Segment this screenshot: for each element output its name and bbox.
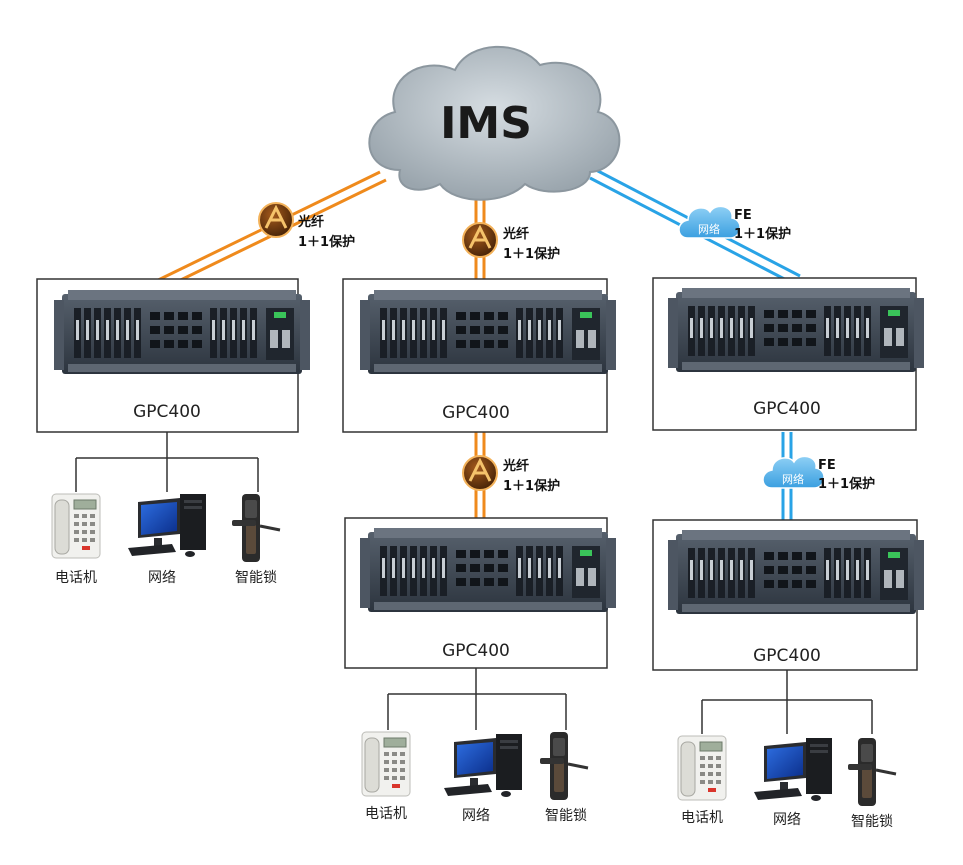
device-label-center: GPC400 [442, 403, 510, 423]
endpoint-tree-left [75, 432, 259, 492]
device-box-right-lower: GPC400 [652, 519, 924, 671]
network-cloud-icon: 网络 [762, 455, 825, 489]
fiber-icon [258, 202, 294, 238]
device-box-left: GPC400 [36, 278, 310, 433]
fiber-icon [462, 455, 498, 491]
endpoint-tree-center [387, 668, 567, 730]
phone-label: 电话机 [55, 570, 97, 586]
device-box-right: GPC400 [652, 277, 924, 431]
fiber-badge-left-line1: 光纤 [297, 214, 324, 230]
phone-icon [361, 731, 411, 797]
computer-label: 网络 [148, 570, 176, 586]
device-label-left: GPC400 [133, 402, 201, 422]
computer-label: 网络 [773, 812, 801, 828]
network-badge-right-lower-line1: FE [818, 458, 836, 473]
endpoint-group-right: 电话机 网络 智能锁 [677, 735, 898, 830]
fiber-badge-center-line2: 1＋1保护 [503, 246, 560, 262]
fiber-badge-center-lower: 光纤 1＋1保护 [462, 455, 560, 494]
fiber-badge-left-line2: 1＋1保护 [298, 234, 355, 250]
phone-label: 电话机 [681, 810, 723, 826]
endpoint-group-center: 电话机 网络 智能锁 [361, 730, 590, 824]
computer-icon [444, 734, 522, 797]
chassis-icon [668, 530, 924, 614]
chassis-icon [360, 528, 616, 612]
fiber-badge-center-lower-line1: 光纤 [502, 458, 529, 474]
phone-icon [677, 735, 727, 801]
network-icon-text: 网络 [782, 472, 804, 486]
cloud-label: IMS [440, 98, 532, 149]
device-box-center: GPC400 [342, 278, 616, 433]
device-box-center-lower: GPC400 [344, 517, 616, 669]
network-badge-right-line1: FE [734, 208, 752, 223]
endpoint-tree-right [701, 670, 873, 734]
smart-lock-icon [230, 492, 282, 564]
lock-label: 智能锁 [235, 570, 277, 586]
computer-icon [128, 494, 206, 557]
fiber-badge-left: 光纤 1＋1保护 [258, 202, 355, 250]
network-badge-right: 网络 FE 1＋1保护 [678, 205, 791, 242]
endpoint-group-left: 电话机 网络 智能锁 [51, 492, 282, 586]
network-cloud-icon: 网络 [678, 205, 741, 239]
network-badge-right-line2: 1＋1保护 [734, 226, 791, 242]
network-badge-right-lower: 网络 FE 1＋1保护 [762, 455, 875, 492]
phone-icon [51, 493, 101, 559]
computer-label: 网络 [462, 808, 490, 824]
lock-label: 智能锁 [851, 814, 893, 830]
device-label-right: GPC400 [753, 399, 821, 419]
ims-cloud: IMS [368, 45, 621, 201]
device-label-right-lower: GPC400 [753, 646, 821, 666]
lock-label: 智能锁 [545, 808, 587, 824]
phone-label: 电话机 [365, 806, 407, 822]
chassis-icon [668, 288, 924, 372]
network-icon-text: 网络 [698, 222, 720, 236]
fiber-icon [462, 222, 498, 258]
chassis-icon [360, 290, 616, 374]
chassis-icon [54, 290, 310, 374]
network-badge-right-lower-line2: 1＋1保护 [818, 476, 875, 492]
fiber-badge-center: 光纤 1＋1保护 [462, 222, 560, 262]
device-label-center-lower: GPC400 [442, 641, 510, 661]
cloud-icon [368, 45, 621, 201]
smart-lock-icon [846, 736, 898, 808]
smart-lock-icon [538, 730, 590, 802]
fiber-badge-center-lower-line2: 1＋1保护 [503, 478, 560, 494]
computer-icon [754, 738, 832, 801]
fiber-badge-center-line1: 光纤 [502, 226, 529, 242]
